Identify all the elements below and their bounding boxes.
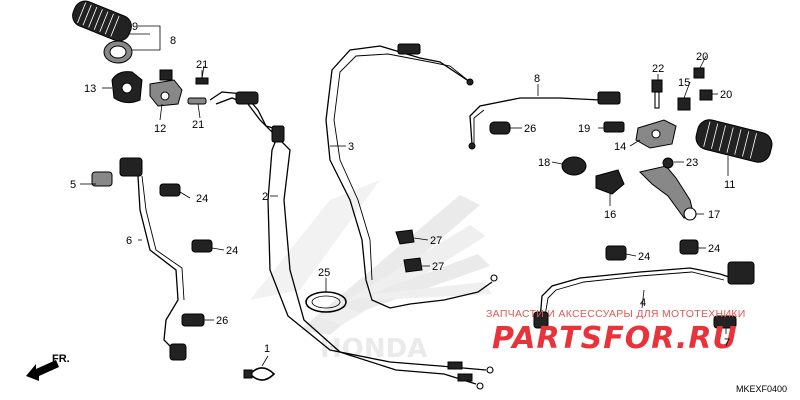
front-direction-label: FR.: [52, 353, 70, 365]
callout-5: 5: [70, 179, 76, 191]
throttle-grip-part: [72, 0, 133, 64]
callout-6: 6: [126, 235, 132, 247]
callout-20-lower: 20: [720, 89, 732, 101]
bolt-20-upper: [693, 67, 705, 79]
callout-9: 8: [170, 35, 176, 47]
callout-10: 9: [132, 21, 138, 33]
adjuster-19: [603, 121, 625, 133]
callout-3: 3: [348, 141, 354, 153]
callout-leaders: [80, 25, 729, 367]
throttle-housing-upper-part: [111, 71, 143, 104]
callout-12: 12: [154, 123, 166, 135]
watermark-logo: PARTSFOR.RU: [492, 321, 738, 356]
callout-26-lower: 26: [216, 315, 228, 327]
bolt-20-lower: [699, 89, 713, 101]
front-direction-arrow: FR.: [26, 353, 70, 381]
cable-band-1: [243, 367, 276, 381]
callout-4: 4: [640, 297, 646, 309]
bolt-22: [651, 79, 663, 109]
cable-3: [325, 43, 498, 309]
switch-harness-4: [533, 239, 755, 329]
callout-20-upper: 20: [696, 51, 708, 63]
callout-27-lower: 27: [432, 261, 444, 273]
clutch-lever-17: [639, 165, 697, 221]
callout-21-upper: 21: [196, 59, 208, 71]
switch-harness-6: [91, 157, 213, 361]
callout-11: 11: [724, 179, 735, 191]
callout-19: 19: [578, 123, 590, 135]
callout-13: 13: [84, 83, 96, 95]
throttle-housing-lower-part: [149, 69, 183, 107]
callout-25: 25: [318, 267, 330, 279]
cable-8: [468, 91, 621, 150]
callout-7: 7: [724, 337, 730, 349]
callout-22: 22: [652, 63, 664, 75]
throttle-cable-2: [209, 91, 494, 390]
bolt-15: [677, 97, 691, 111]
diagram-code: MKEXF0400: [736, 384, 787, 394]
honda-wing-watermark: HONDA: [250, 180, 492, 364]
left-grip-part: [695, 119, 773, 163]
callout-8: 8: [534, 73, 540, 85]
lever-bracket-14: [635, 119, 677, 149]
callout-27-upper: 27: [430, 235, 442, 247]
callout-24-b: 24: [226, 245, 238, 257]
callout-26-upper: 26: [524, 123, 536, 135]
holder-18: [561, 156, 587, 176]
callout-17: 17: [708, 209, 720, 221]
callout-14: 14: [614, 141, 626, 153]
callout-2: 2: [262, 191, 268, 203]
cable-clip-26-upper: [489, 121, 511, 135]
callout-15: 15: [678, 77, 690, 89]
callout-24-a: 24: [196, 193, 208, 205]
nut-23: [662, 157, 674, 169]
cable-clamp-27-lower: [403, 257, 423, 273]
callout-18: 18: [538, 157, 550, 169]
callout-23: 23: [686, 157, 698, 169]
callout-24-d: 24: [708, 243, 720, 255]
callout-21-lower: 21: [192, 119, 204, 131]
pivot-16: [595, 169, 625, 195]
callout-labels: 9 8 13 12 21 21 2 3 8 26 5 24 6 24 26 1 …: [70, 21, 735, 355]
cable-clamp-27-upper: [395, 229, 415, 245]
watermark-tagline: ЗАПЧАСТИ И АКСЕССУАРЫ ДЛЯ МОТОТЕХНИКИ: [486, 308, 746, 320]
callout-1: 1: [264, 343, 270, 355]
callout-24-c: 24: [638, 251, 650, 263]
callout-16: 16: [604, 209, 616, 221]
screw-21-lower: [187, 97, 207, 105]
